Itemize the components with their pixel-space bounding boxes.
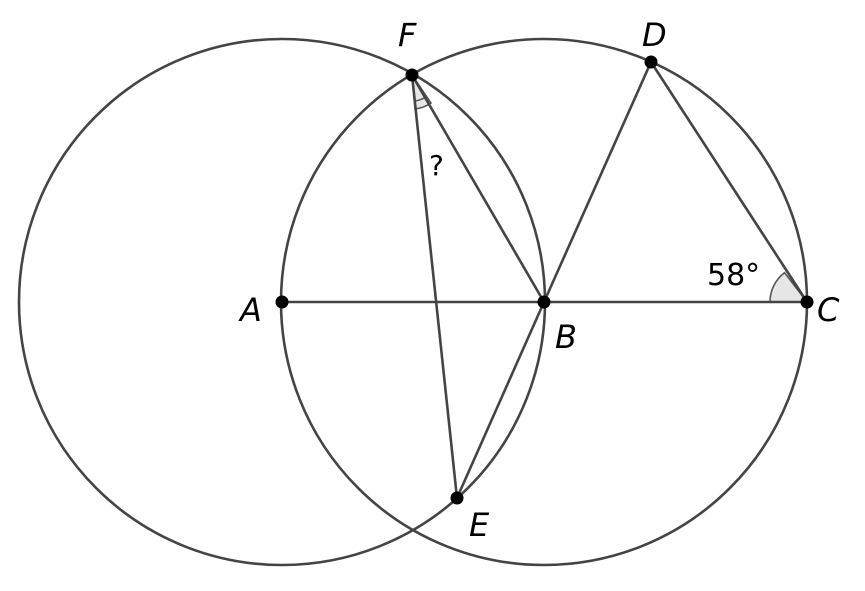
- angle-f-unknown: ?: [429, 149, 444, 182]
- angle-c-value: 58°: [707, 258, 760, 293]
- point-e: [450, 491, 464, 505]
- segment-dc: [649, 60, 809, 304]
- label-f: F: [398, 16, 417, 54]
- segment-bd: [542, 60, 653, 304]
- label-a: A: [238, 291, 262, 329]
- label-b: B: [555, 318, 577, 356]
- label-c: C: [817, 291, 840, 329]
- point-d: [644, 55, 658, 69]
- segment-fb: [410, 73, 546, 304]
- label-e: E: [469, 506, 490, 544]
- segment-fe: [410, 73, 459, 500]
- label-d: D: [642, 16, 667, 54]
- point-a: [275, 295, 289, 309]
- segment-eb: [455, 300, 546, 500]
- point-c: [800, 295, 814, 309]
- angle-c-marker: [769, 271, 809, 303]
- point-b: [537, 295, 551, 309]
- point-f: [405, 68, 419, 82]
